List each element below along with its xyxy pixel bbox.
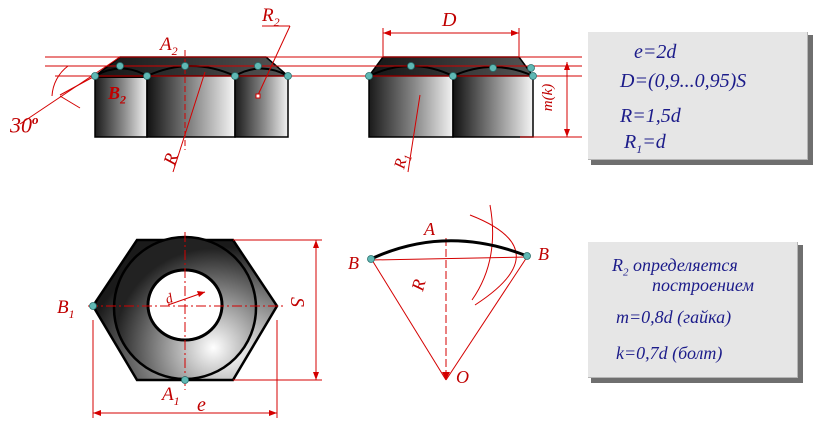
label-b-left: B bbox=[348, 254, 359, 272]
label-b-right: B bbox=[538, 245, 549, 263]
label-e-text: e bbox=[197, 394, 206, 416]
label-mk-text: m(k) bbox=[540, 83, 557, 112]
formula-r: R=1,5d bbox=[620, 106, 681, 126]
formula-r1-b: =d bbox=[642, 131, 666, 153]
label-a1-text: A bbox=[162, 384, 174, 405]
formula-d: D=(0,9...0,95)S bbox=[620, 71, 746, 91]
label-angle-unit: o bbox=[32, 112, 39, 127]
label-a1-sub: 1 bbox=[173, 393, 180, 408]
note-m-text: m=0,8d (гайка) bbox=[616, 307, 732, 327]
label-e: e bbox=[197, 395, 206, 415]
formula-r1-sub: 1 bbox=[636, 142, 643, 156]
label-mk: m(k) bbox=[540, 83, 557, 112]
construction-lines bbox=[19, 25, 582, 418]
r2-center-marker bbox=[255, 93, 261, 99]
label-b2: B2 bbox=[108, 84, 126, 106]
note-construction: построением bbox=[652, 276, 754, 294]
note-construction-text: построением bbox=[652, 275, 754, 295]
dimension-arrows bbox=[93, 30, 570, 416]
label-b2-text: B bbox=[108, 83, 121, 103]
formula-e-text: e=2d bbox=[634, 41, 677, 63]
note-k: k=0,7d (болт) bbox=[616, 344, 722, 362]
formula-r1: R1=d bbox=[624, 132, 666, 155]
nut-right-face-1 bbox=[368, 75, 454, 138]
point-markers bbox=[89, 62, 537, 384]
formula-r-text: R=1,5d bbox=[620, 105, 681, 127]
label-angle-30: 30o bbox=[10, 113, 39, 136]
nut-left-face-3 bbox=[234, 75, 289, 138]
note-r2-b: определяется bbox=[628, 255, 738, 275]
label-b2-sub: 2 bbox=[120, 92, 127, 107]
nut-side-view-left bbox=[92, 56, 291, 138]
note-r2: R2 определяется bbox=[612, 256, 738, 279]
label-b-right-text: B bbox=[538, 244, 549, 264]
note-r2-a: R bbox=[612, 255, 623, 275]
label-a2: A2 bbox=[160, 35, 178, 57]
label-r2-text: R bbox=[262, 5, 274, 26]
nut-right-face-2 bbox=[452, 75, 534, 138]
nut-left-face-2 bbox=[146, 75, 236, 138]
formula-d-text: D=(0,9...0,95)S bbox=[620, 70, 747, 92]
label-s: S bbox=[286, 297, 308, 307]
label-a2-text: A bbox=[160, 34, 172, 55]
construction-arc-bab bbox=[370, 239, 528, 261]
label-s-text: S bbox=[286, 297, 308, 307]
notes-panel: R2 определяется построением m=0,8d (гайк… bbox=[586, 240, 798, 378]
label-a-arc-text: A bbox=[424, 219, 435, 239]
label-a2-sub: 2 bbox=[171, 43, 178, 58]
label-b1: B1 bbox=[57, 298, 75, 320]
label-a-arc: A bbox=[424, 220, 435, 238]
formula-r1-a: R bbox=[624, 131, 637, 153]
label-o-text: O bbox=[456, 367, 469, 387]
label-angle-value: 30 bbox=[10, 112, 32, 138]
nut-left-arc-3 bbox=[234, 67, 289, 77]
formula-panel: e=2d D=(0,9...0,95)S R=1,5d R1=d bbox=[586, 30, 808, 160]
label-d-text: D bbox=[442, 9, 457, 31]
label-r2-sub: 2 bbox=[273, 14, 280, 29]
note-r2-sub: 2 bbox=[623, 266, 629, 279]
label-b-left-text: B bbox=[348, 253, 359, 273]
label-o: O bbox=[456, 368, 469, 386]
note-m: m=0,8d (гайка) bbox=[616, 308, 731, 326]
note-k-text: k=0,7d (болт) bbox=[616, 343, 723, 363]
label-b1-text: B bbox=[57, 297, 69, 318]
formula-e: e=2d bbox=[634, 42, 676, 62]
label-d-diameter: D bbox=[442, 10, 456, 30]
nut-side-view-right bbox=[367, 56, 535, 138]
label-a1: A1 bbox=[162, 385, 180, 407]
label-r2: R2 bbox=[262, 6, 280, 28]
label-b1-sub: 1 bbox=[68, 306, 75, 321]
